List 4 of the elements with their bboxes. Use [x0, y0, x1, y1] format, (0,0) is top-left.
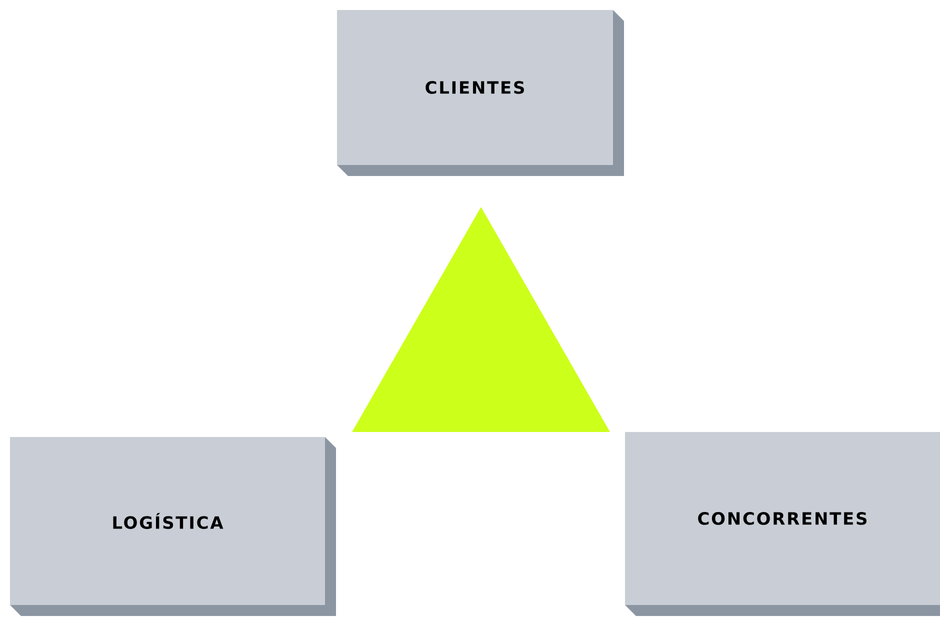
triangle: [352, 207, 610, 432]
box: LOGÍSTICA: [10, 437, 336, 616]
box: CLIENTES: [337, 10, 624, 176]
box: CONCORRENTES: [625, 432, 940, 616]
